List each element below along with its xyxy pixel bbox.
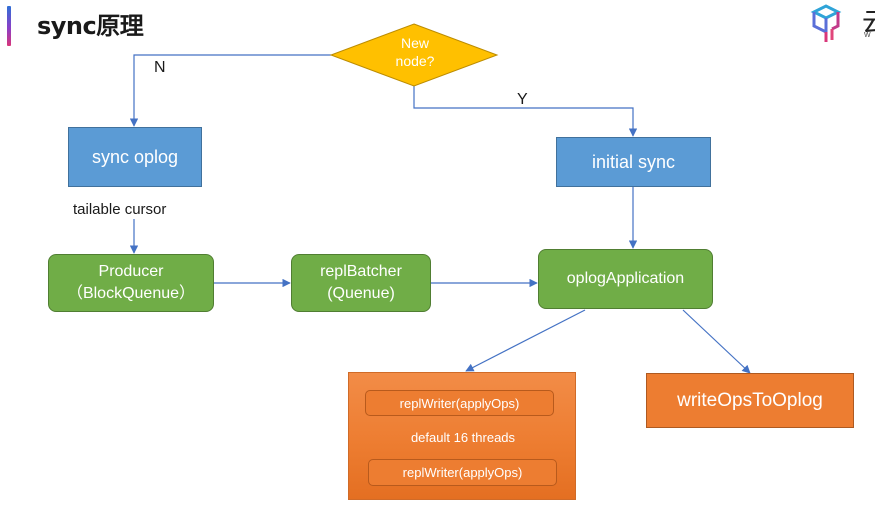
repl-writer-top-box: replWriter(applyOps) [365, 390, 554, 416]
title-accent-bar [7, 6, 11, 46]
repl-batcher-sublabel: (Quenue) [327, 285, 395, 302]
brand-logo-icon [810, 4, 842, 42]
repl-writer-bottom-box: replWriter(applyOps) [368, 459, 557, 486]
edge-no-to-sync-oplog [129, 54, 331, 127]
new-node-decision-diamond [329, 23, 499, 87]
producer-label: Producer [98, 263, 164, 281]
write-ops-to-oplog-box: writeOpsToOplog [646, 373, 854, 428]
tailable-cursor-label: tailable cursor [73, 201, 167, 218]
edge-yes-to-initial-sync [413, 86, 638, 137]
new-node-decision-label: New node? [395, 35, 435, 69]
initial-sync-box: initial sync [556, 137, 711, 187]
edge-label-yes: Y [517, 91, 528, 108]
sync-oplog-box: sync oplog [68, 127, 202, 187]
brand-logo-text: 云 [862, 2, 875, 39]
producer-box: Producer （BlockQuenue） [48, 254, 214, 312]
threads-label: default 16 threads [410, 430, 516, 445]
producer-sublabel: （BlockQuenue） [66, 285, 196, 302]
edge-label-no: N [154, 59, 166, 76]
edge-oplog-application-to-repl-writers [465, 309, 586, 372]
repl-writer-group: replWriter(applyOps) default 16 threads … [348, 372, 576, 500]
oplog-application-box: oplogApplication [538, 249, 713, 309]
repl-batcher-label: replBatcher [320, 263, 402, 281]
page-title: sync原理 [37, 12, 144, 40]
brand-logo-subtext: W [864, 32, 871, 39]
edge-oplog-application-to-write-ops [682, 309, 751, 374]
repl-batcher-box: replBatcher (Quenue) [291, 254, 431, 312]
